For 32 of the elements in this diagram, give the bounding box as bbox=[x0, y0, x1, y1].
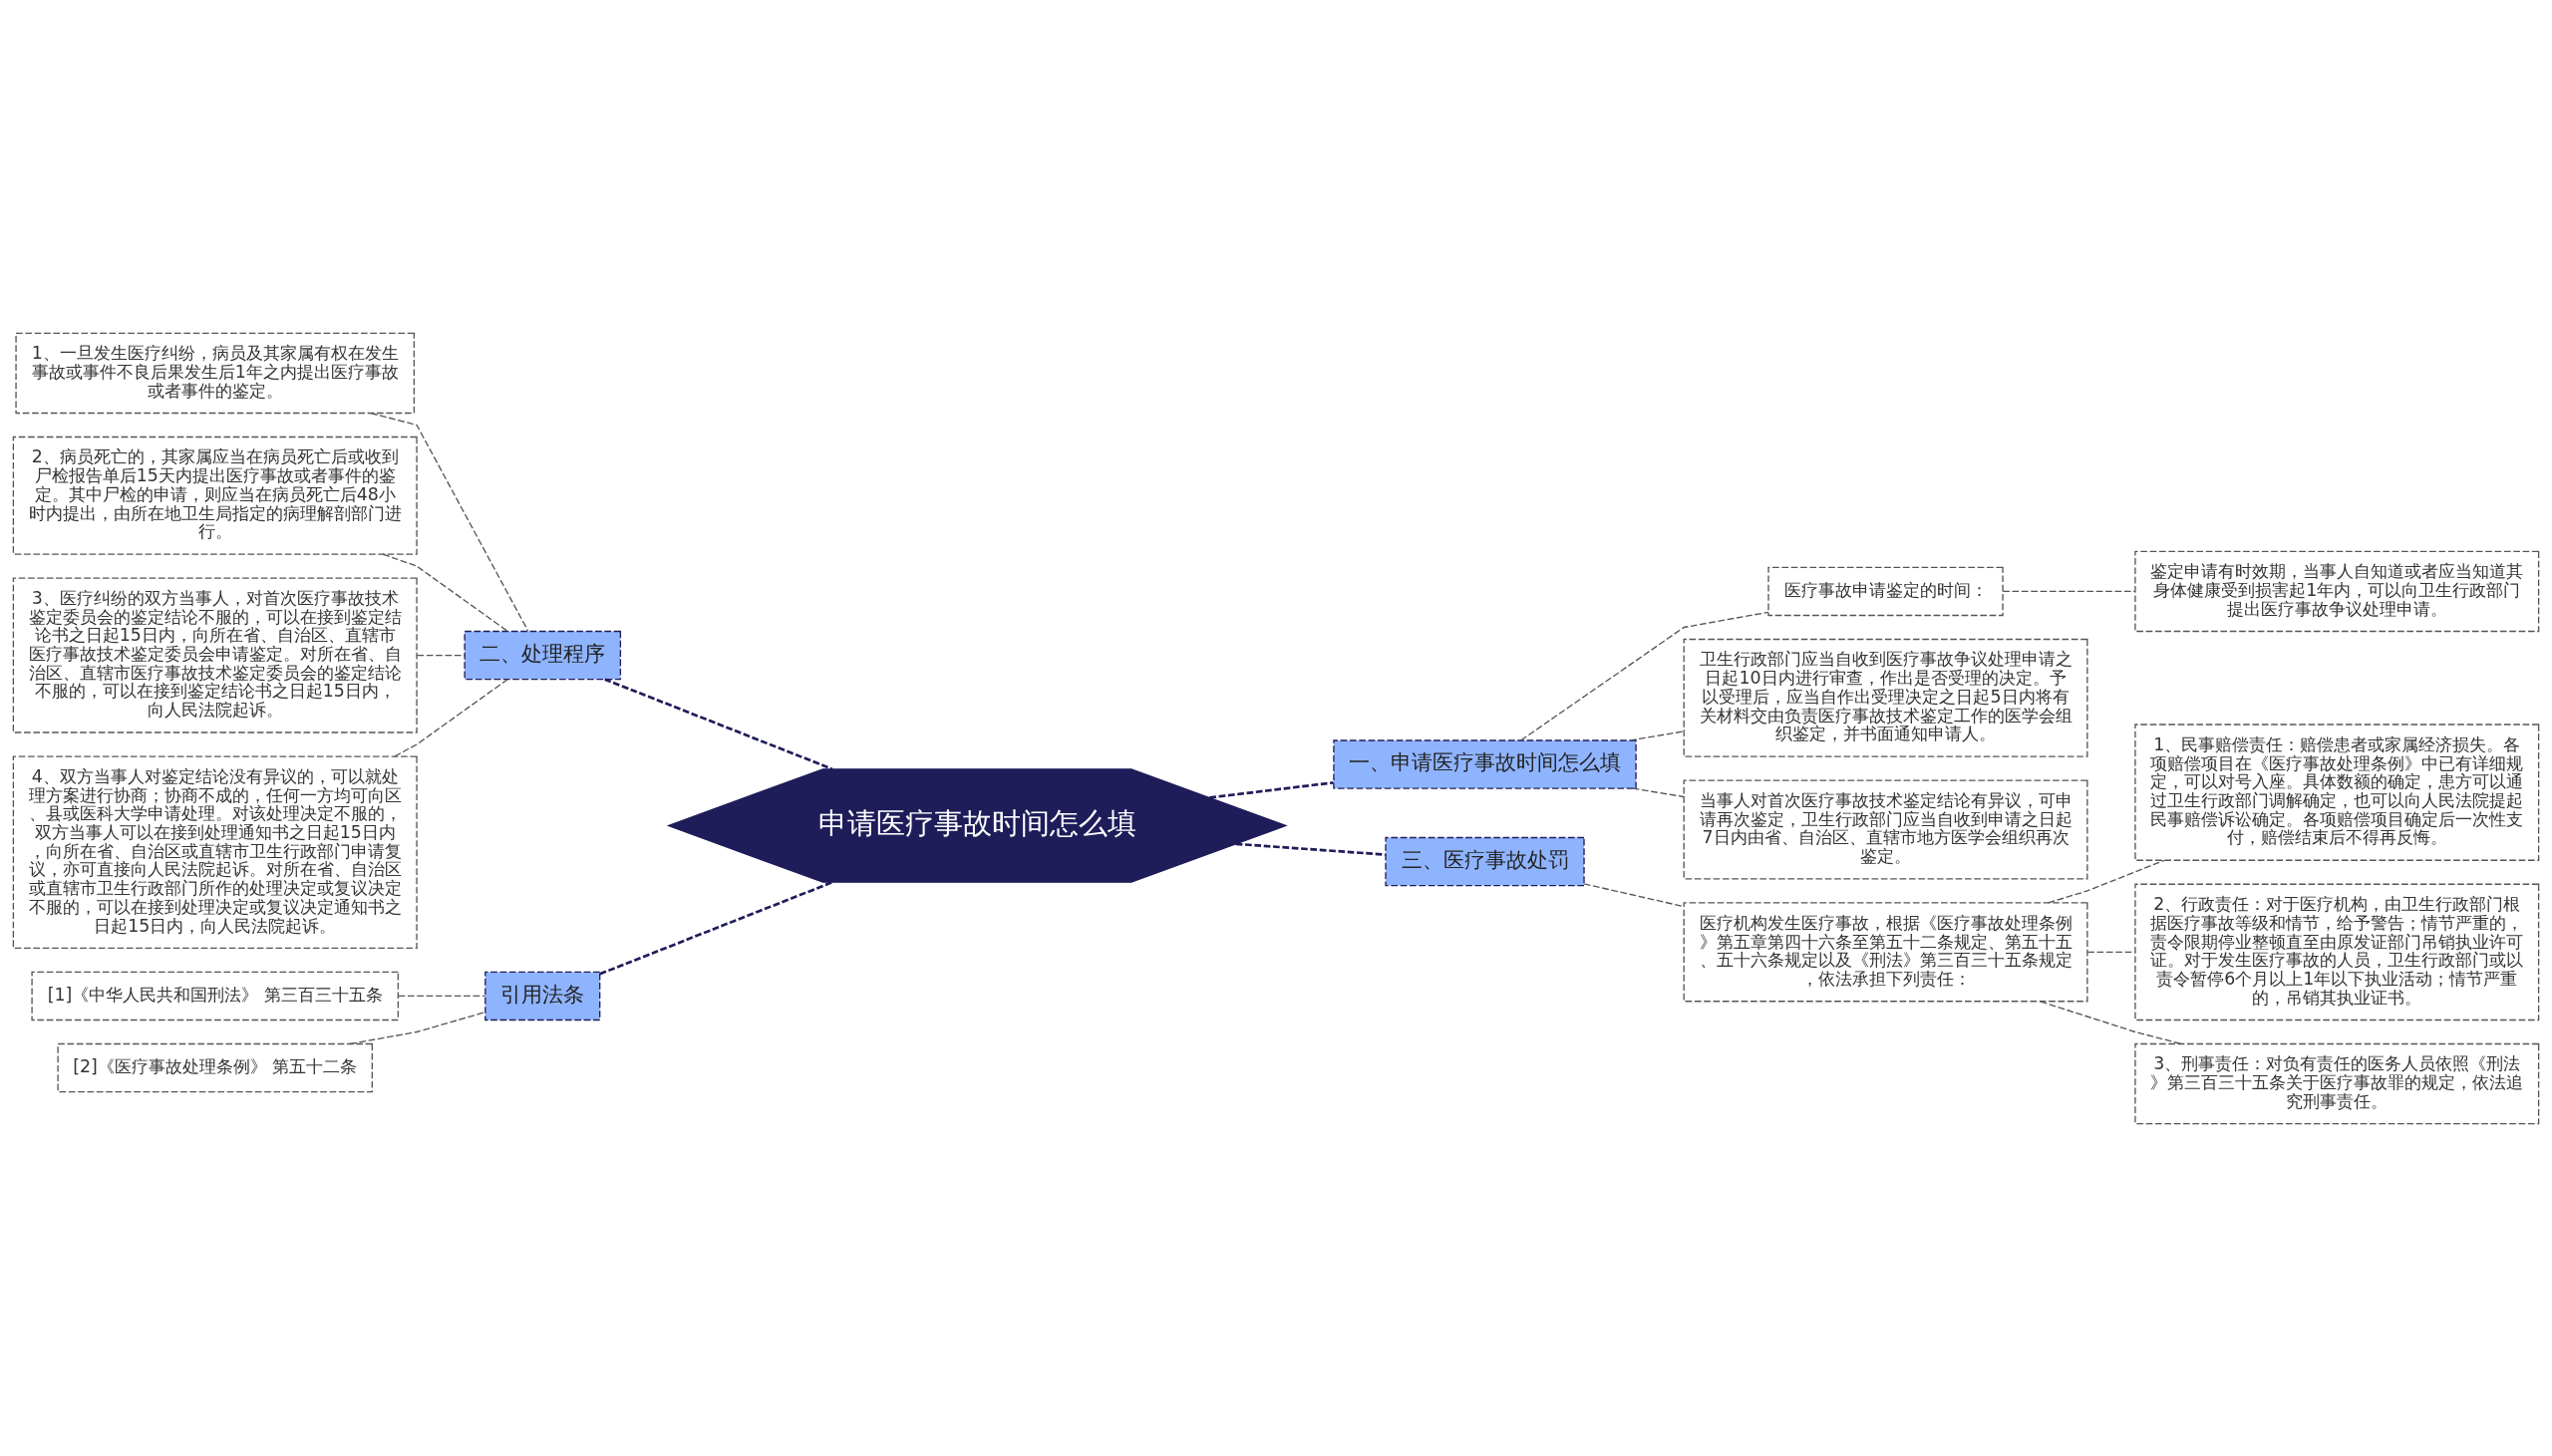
node-box: 1、一旦发生医疗纠纷，病员及其家属有权在发生事故或事件不良后果发生后1年之内提出医疗事故或者事件的鉴定。 bbox=[15, 332, 416, 414]
node-box: [2]《医疗事故处理条例》 第五十二条 bbox=[57, 1042, 373, 1092]
connector bbox=[1629, 729, 1685, 741]
connector bbox=[416, 654, 466, 656]
node-box: 2、行政责任：对于医疗机构，由卫生行政部门根据医疗事故等级和情节，给予警告；情节严重的，责令限期停业整顿直至由原发证部门吊销执业许可证。对于发生医疗事故的人员，卫生行政部门或以责令暂停6个月以上1年以下执业活动；情节严重的，吊销其执业证书。 bbox=[2134, 883, 2540, 1020]
node-box: 1、民事赔偿责任：赔偿患者或家属经济损失。各项赔偿项目在《医疗事故处理条例》中已有详细规定，可以对号入座。具体数额的确定，患方可以通过卫生行政部门调解确定，也可以向人民法院提起民事赔偿诉讼确定。各项赔偿项目确定后一次性支付，赔偿结束后不得再反悔。 bbox=[2134, 723, 2540, 861]
node-box: 4、双方当事人对鉴定结论没有异议的，可以就处理方案进行协商；协商不成的，任何一方均可向区、县或医科大学申请处理。对该处理决定不服的，双方当事人可以在接到处理通知书之日起15日内，向所在省、自治区或直辖市卫生行政部门申请复议，亦可直接向人民法院起诉。对所在省、自治区或直辖市卫生行政部门所作的处理决定或复议决定不服的，可以在接到处理决定或复议决定通知书之日起15日内，向人民法院起诉。 bbox=[12, 754, 418, 949]
connector bbox=[599, 880, 833, 976]
node-box: [1]《中华人民共和国刑法》 第三百三十五条 bbox=[31, 971, 400, 1020]
connector bbox=[1209, 780, 1334, 799]
connector bbox=[1632, 787, 1685, 797]
node-box: 2、病员死亡的，其家属应当在病员死亡后或收到尸检报告单后15天内提出医疗事故或者事件的鉴定。其中尸检的申请，则应当在病员死亡后48小时内提出，由所在地卫生局指定的病理解剖部门进行。 bbox=[12, 436, 418, 555]
connector bbox=[1520, 611, 1769, 740]
node-box: 当事人对首次医疗事故技术鉴定结论有异议，可申请再次鉴定，卫生行政部门应当自收到申请之日起7日内由省、自治区、直辖市地方医学会组织再次鉴定。 bbox=[1683, 778, 2088, 880]
connector bbox=[604, 677, 833, 770]
node-box: 引用法条 bbox=[484, 971, 601, 1020]
node-box: 卫生行政部门应当自收到医疗事故争议处理申请之日起10日内进行审查，作出是否受理的决定。予以受理后，应当自作出受理决定之日起5日内将有关材料交由负责医疗事故技术鉴定工作的医学会组织鉴定，并书面通知申请人。 bbox=[1683, 638, 2088, 757]
node-box: 三、医疗事故处罚 bbox=[1385, 836, 1585, 886]
connector bbox=[1235, 842, 1386, 856]
connector bbox=[394, 678, 508, 757]
connector bbox=[2002, 590, 2136, 592]
connector bbox=[1583, 882, 1685, 907]
node-box: 鉴定申请有时效期，当事人自知道或者应当知道其身体健康受到损害起1年内，可以向卫生行政部门提出医疗事故争议处理申请。 bbox=[2134, 550, 2540, 632]
node-box: 3、刑事责任：对负有责任的医务人员依照《刑法》第三百三十五条关于医疗事故罪的规定，依法追究刑事责任。 bbox=[2134, 1042, 2540, 1124]
connector bbox=[397, 995, 486, 997]
node-box: 二、处理程序 bbox=[464, 630, 622, 680]
node-box: 3、医疗纠纷的双方当事人，对首次医疗事故技术鉴定委员会的鉴定结论不服的，可以在接到鉴定结论书之日起15日内，向所在省、自治区、直辖市医疗事故技术鉴定委员会申请鉴定。对所在省、自治区、直辖市医疗事故技术鉴定委员会的鉴定结论不服的，可以在接到鉴定结论书之日起15日内，向人民法院起诉。 bbox=[12, 576, 418, 733]
node-box: 医疗事故申请鉴定的时间： bbox=[1767, 566, 2004, 616]
connector bbox=[349, 1011, 486, 1044]
node-box: 医疗机构发生医疗事故，根据《医疗事故处理条例》第五章第四十六条至第五十二条规定、第五十五、五十六条规定以及《刑法》第三百三十五条规定，依法承担下列责任： bbox=[1683, 901, 2088, 1002]
connector bbox=[2086, 951, 2136, 953]
node-box: 一、申请医疗事故时间怎么填 bbox=[1333, 738, 1637, 789]
